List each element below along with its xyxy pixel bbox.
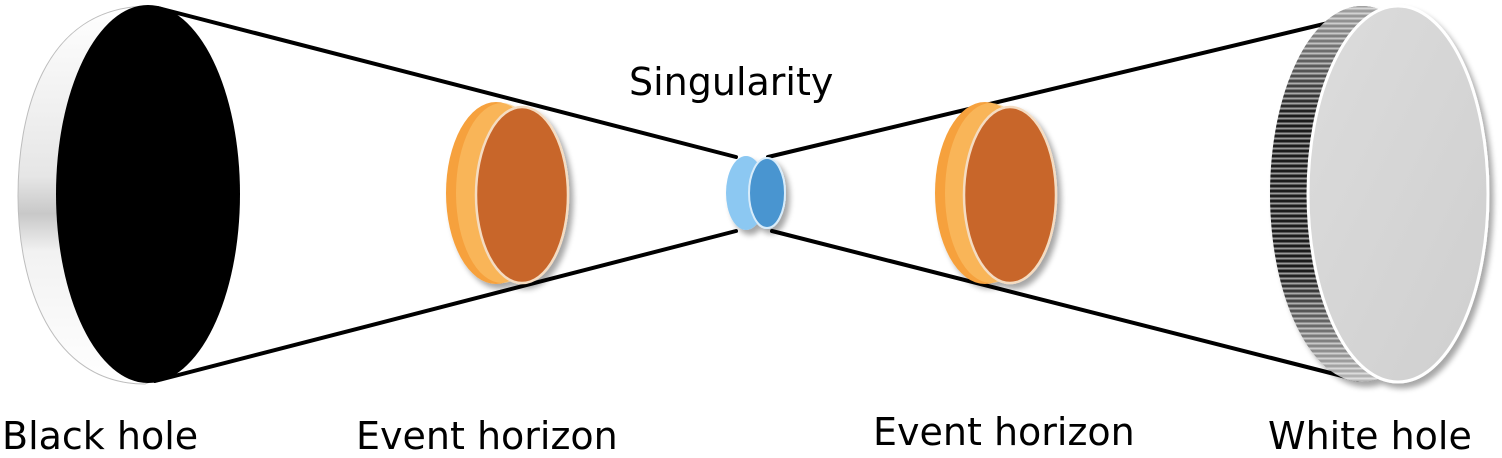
cone-lines	[153, 6, 1376, 383]
black-hole-face	[56, 5, 240, 383]
event-horizon-left-disc	[446, 102, 570, 285]
right-cone-top-line	[766, 10, 1376, 159]
event-horizon-left-label: Event horizon	[356, 414, 618, 458]
right-cone-bottom-line	[770, 229, 1360, 382]
event-horizon-left-face	[474, 105, 570, 285]
white-hole-face	[1306, 4, 1490, 384]
black-hole-label: Black hole	[2, 414, 199, 458]
singularity-disc	[726, 156, 786, 230]
left-cone-top-line	[156, 6, 738, 159]
white-hole-disc	[1270, 4, 1490, 384]
left-cone-bottom-line	[153, 229, 738, 383]
event-horizon-right-label: Event horizon	[873, 410, 1135, 454]
event-horizon-right-face	[962, 105, 1058, 285]
singularity-face	[748, 157, 786, 229]
black-hole-disc	[17, 5, 240, 385]
white-hole-label: White hole	[1268, 414, 1472, 458]
event-horizon-right-disc	[935, 102, 1058, 285]
singularity-label: Singularity	[629, 60, 834, 104]
